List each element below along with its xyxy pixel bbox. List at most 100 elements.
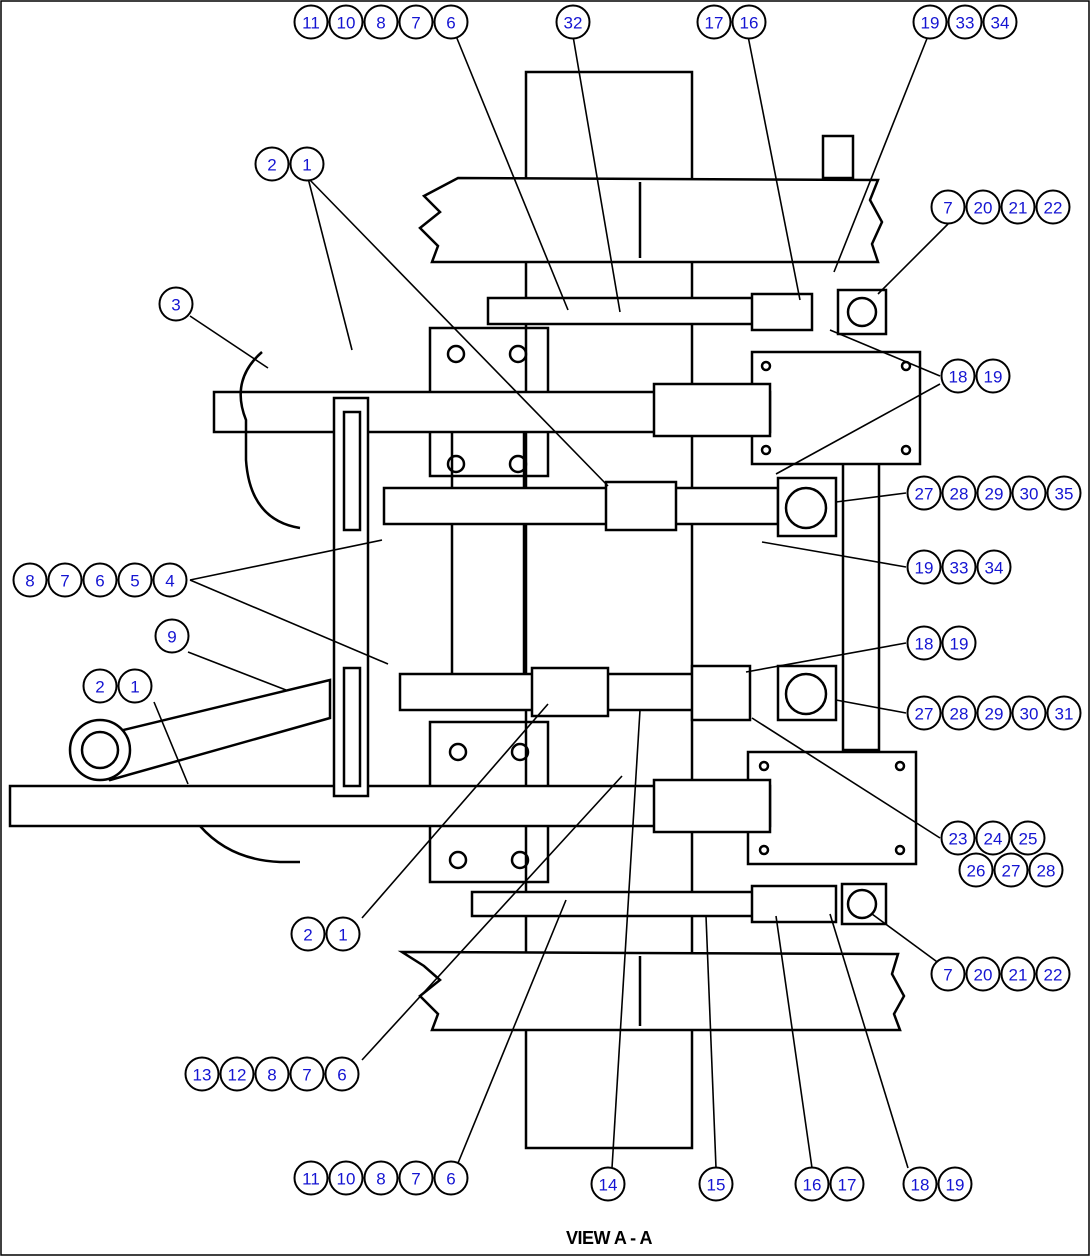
callout-bubble (398, 1160, 434, 1196)
callout-group-c-9: 9 (154, 618, 190, 654)
callout-label: 28 (950, 485, 969, 504)
callout-label: 6 (446, 14, 455, 33)
callout-bubble (947, 4, 983, 40)
callout-label: 33 (950, 559, 969, 578)
callout-label: 22 (1044, 199, 1063, 218)
callout-label: 11 (302, 14, 320, 33)
callout-label: 26 (967, 862, 986, 881)
callout-bubble (930, 189, 966, 225)
callout-bubble (152, 562, 188, 598)
callout-bubble (696, 4, 732, 40)
callout-label: 18 (915, 635, 934, 654)
callout-bubble (982, 4, 1018, 40)
lower-cross-beam (397, 950, 906, 1032)
callout-label: 34 (991, 14, 1010, 33)
callout-label: 19 (950, 635, 969, 654)
suction-hose-end (68, 718, 132, 782)
callout-bubble (325, 916, 361, 952)
callout-label: 5 (130, 572, 139, 591)
callout-label: 14 (599, 1176, 618, 1195)
callout-bubble (965, 189, 1001, 225)
callout-bubble (154, 618, 190, 654)
callout-bubble (293, 4, 329, 40)
callout-label: 2 (95, 678, 104, 697)
callout-label: 22 (1044, 966, 1063, 985)
callout-bubble (328, 4, 364, 40)
callout-bubble (976, 695, 1012, 731)
callout-bubble (1011, 695, 1047, 731)
callout-bubble (12, 562, 48, 598)
callout-bubble (976, 549, 1012, 585)
callout-label: 32 (564, 14, 583, 33)
callout-label: 30 (1020, 705, 1039, 724)
callout-bubble (941, 475, 977, 511)
callout-bubble (219, 1056, 255, 1092)
callout-bubble (555, 4, 591, 40)
callout-bubble (1046, 475, 1082, 511)
callout-label: 30 (1020, 485, 1039, 504)
callout-bubble (941, 625, 977, 661)
callout-label: 19 (946, 1176, 965, 1195)
callout-bubble (958, 852, 994, 888)
callout-label: 6 (337, 1066, 346, 1085)
callout-label: 25 (1019, 830, 1038, 849)
callout-label: 8 (376, 1170, 385, 1189)
callout-bubble (433, 4, 469, 40)
callout-label: 8 (25, 572, 34, 591)
callout-bubble (829, 1166, 865, 1202)
middle-pipe (382, 486, 780, 526)
callout-label: 10 (337, 14, 356, 33)
callout-label: 19 (984, 368, 1003, 387)
callout-bubble (363, 4, 399, 40)
callout-label: 1 (130, 678, 139, 697)
callout-bubble (906, 475, 942, 511)
bolt-holes (446, 344, 912, 870)
callout-bubble (941, 695, 977, 731)
callout-label: 7 (943, 966, 952, 985)
callout-bubble (1011, 475, 1047, 511)
callout-label: 1 (338, 926, 347, 945)
bottom-pipe (470, 890, 774, 918)
callout-bubble (902, 1166, 938, 1202)
upper-cross-beam (418, 176, 884, 264)
callout-group-c-top-32: 32 (555, 4, 591, 40)
top-pipe (486, 296, 780, 326)
callout-bubble (940, 820, 976, 856)
bottom-pipe-coupling (750, 884, 838, 924)
callout-bubble (254, 1056, 290, 1092)
lower-pipe-elbow (690, 664, 752, 722)
lower-pipe-coupling (530, 666, 610, 718)
callout-bubble (293, 1160, 329, 1196)
callout-bubble (1035, 189, 1071, 225)
callout-label: 16 (803, 1176, 822, 1195)
callout-label: 28 (950, 705, 969, 724)
callout-label: 16 (740, 14, 759, 33)
lower-beam (8, 784, 772, 828)
callout-label: 21 (1009, 966, 1028, 985)
callout-label: 2 (267, 156, 276, 175)
callout-label: 6 (95, 572, 104, 591)
callout-bubble (1010, 820, 1046, 856)
callout-bubble (328, 1160, 364, 1196)
callout-label: 7 (60, 572, 69, 591)
callout-label: 33 (956, 14, 975, 33)
callout-bubble (794, 1166, 830, 1202)
callout-label: 17 (838, 1176, 857, 1195)
callout-bubble (965, 956, 1001, 992)
callout-label: 19 (921, 14, 940, 33)
upper-beam-end (652, 382, 772, 438)
callout-label: 23 (949, 830, 968, 849)
callout-bubble (930, 956, 966, 992)
callout-bubble (590, 1166, 626, 1202)
callout-label: 11 (302, 1170, 320, 1189)
